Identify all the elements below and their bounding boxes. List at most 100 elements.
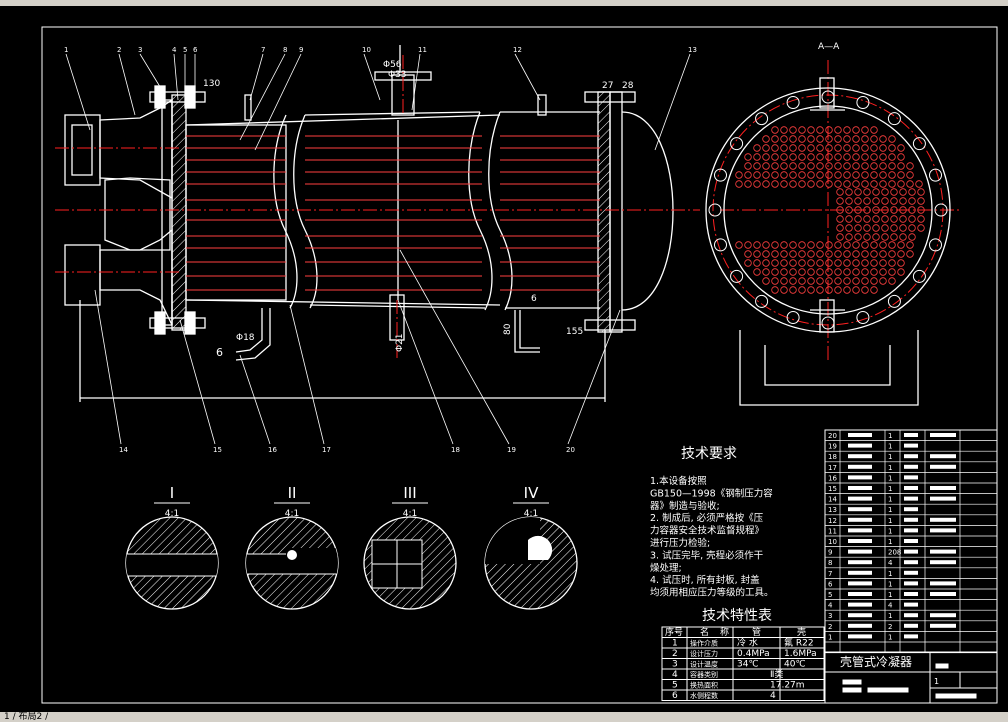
- bom-item-no: 20: [828, 432, 837, 440]
- tube-hole: [807, 135, 815, 143]
- dim-56: Φ56: [383, 60, 402, 70]
- bom-qty: 1: [888, 464, 892, 472]
- tube-hole: [780, 144, 788, 152]
- tube-hole: [852, 241, 860, 249]
- tube-hole: [908, 215, 916, 223]
- tube-hole: [870, 250, 878, 258]
- tube-hole: [762, 135, 770, 143]
- bolt-hole: [887, 112, 901, 126]
- bom-item-no: 13: [828, 506, 837, 514]
- tube-hole: [789, 162, 797, 170]
- tech-req-line: 4. 试压时, 所有封板, 封盖: [650, 574, 760, 586]
- bolt-hole: [755, 294, 769, 308]
- tube-hole: [836, 206, 844, 214]
- tube-hole: [771, 277, 779, 285]
- tube-hole: [789, 126, 797, 134]
- tube-hole: [843, 259, 851, 267]
- tube-hole: [854, 233, 862, 241]
- tech-req-line: 力容器安全技术监督规程》: [650, 525, 764, 537]
- layout-tabs-status[interactable]: 1 / 布局2 /: [0, 712, 1008, 722]
- bom-qty: 1: [888, 570, 892, 578]
- tube-hole: [879, 259, 887, 267]
- detail-numeral: I: [170, 484, 174, 502]
- tech-req-line: 进行压力检验;: [650, 537, 710, 549]
- tube-hole: [789, 180, 797, 188]
- leader-line: [654, 53, 691, 151]
- tube-hole: [917, 224, 925, 232]
- tube-hole: [861, 250, 869, 258]
- tube-hole: [798, 126, 806, 134]
- detail-IV: [485, 517, 577, 609]
- tube-hole: [825, 268, 833, 276]
- tube-hole: [762, 180, 770, 188]
- char-table-cell: 0.4MPa: [737, 649, 770, 659]
- bolt-hole: [912, 137, 926, 151]
- tube-hole: [872, 224, 880, 232]
- tube-hole: [780, 250, 788, 258]
- tube-hole: [834, 241, 842, 249]
- leader-line: [567, 309, 621, 445]
- tube-hole: [872, 197, 880, 205]
- tube-hole: [879, 268, 887, 276]
- tube-hole: [897, 268, 905, 276]
- part-number: 17: [322, 446, 331, 454]
- tube-hole: [870, 268, 878, 276]
- bom-item-no: 2: [828, 623, 832, 631]
- tube-hole: [798, 153, 806, 161]
- tube-hole: [789, 277, 797, 285]
- detail-scale: 4:1: [403, 509, 417, 519]
- leader-line: [363, 53, 381, 101]
- tube-hole: [744, 241, 752, 249]
- part-number: 7: [261, 46, 265, 54]
- tube-hole: [834, 250, 842, 258]
- bolt-hole: [714, 168, 727, 182]
- tube-hole: [789, 250, 797, 258]
- tube-hole: [744, 171, 752, 179]
- detail-I: [126, 517, 218, 609]
- tube-hole: [879, 153, 887, 161]
- tube-hole: [789, 144, 797, 152]
- tube-hole: [789, 135, 797, 143]
- bom-standard-text: [930, 613, 956, 618]
- tube-hole: [771, 144, 779, 152]
- bom-item-no: 4: [828, 602, 833, 610]
- tube-hole: [825, 250, 833, 258]
- tube-hole: [807, 126, 815, 134]
- tube-hole: [780, 153, 788, 161]
- tube-hole: [771, 250, 779, 258]
- tube-hole: [899, 188, 907, 196]
- tube-hole: [852, 250, 860, 258]
- tube-hole: [845, 206, 853, 214]
- bom-name-text: [848, 433, 872, 437]
- dim-28: 28: [622, 81, 634, 91]
- tube-hole: [834, 277, 842, 285]
- tube-hole: [861, 259, 869, 267]
- tube-hole: [881, 197, 889, 205]
- bom-material-text: [904, 613, 918, 618]
- tube-hole: [899, 233, 907, 241]
- tech-req-line: 均须用相应压力等级的工具。: [650, 587, 774, 599]
- tube-hole: [780, 268, 788, 276]
- bom-name-text: [848, 592, 872, 596]
- tube-hole: [879, 162, 887, 170]
- bolt-hole: [708, 203, 722, 217]
- tube-hole: [753, 153, 761, 161]
- tube-hole: [816, 180, 824, 188]
- tube-hole: [789, 241, 797, 249]
- bom-material-text: [904, 539, 918, 543]
- bom-item-no: 19: [828, 443, 837, 451]
- tube-hole: [807, 277, 815, 285]
- tube-hole: [870, 180, 878, 188]
- tube-hole: [798, 268, 806, 276]
- bom-qty: 1: [888, 612, 892, 620]
- tube-hole: [762, 171, 770, 179]
- bom-material-text: [904, 570, 918, 575]
- tube-hole: [897, 162, 905, 170]
- part-number: 13: [688, 46, 697, 54]
- tube-hole: [771, 180, 779, 188]
- tube-hole: [762, 268, 770, 276]
- tube-hole: [825, 286, 833, 294]
- leader-line: [514, 53, 541, 101]
- bom-standard-text: [930, 486, 956, 490]
- tube-hole: [834, 162, 842, 170]
